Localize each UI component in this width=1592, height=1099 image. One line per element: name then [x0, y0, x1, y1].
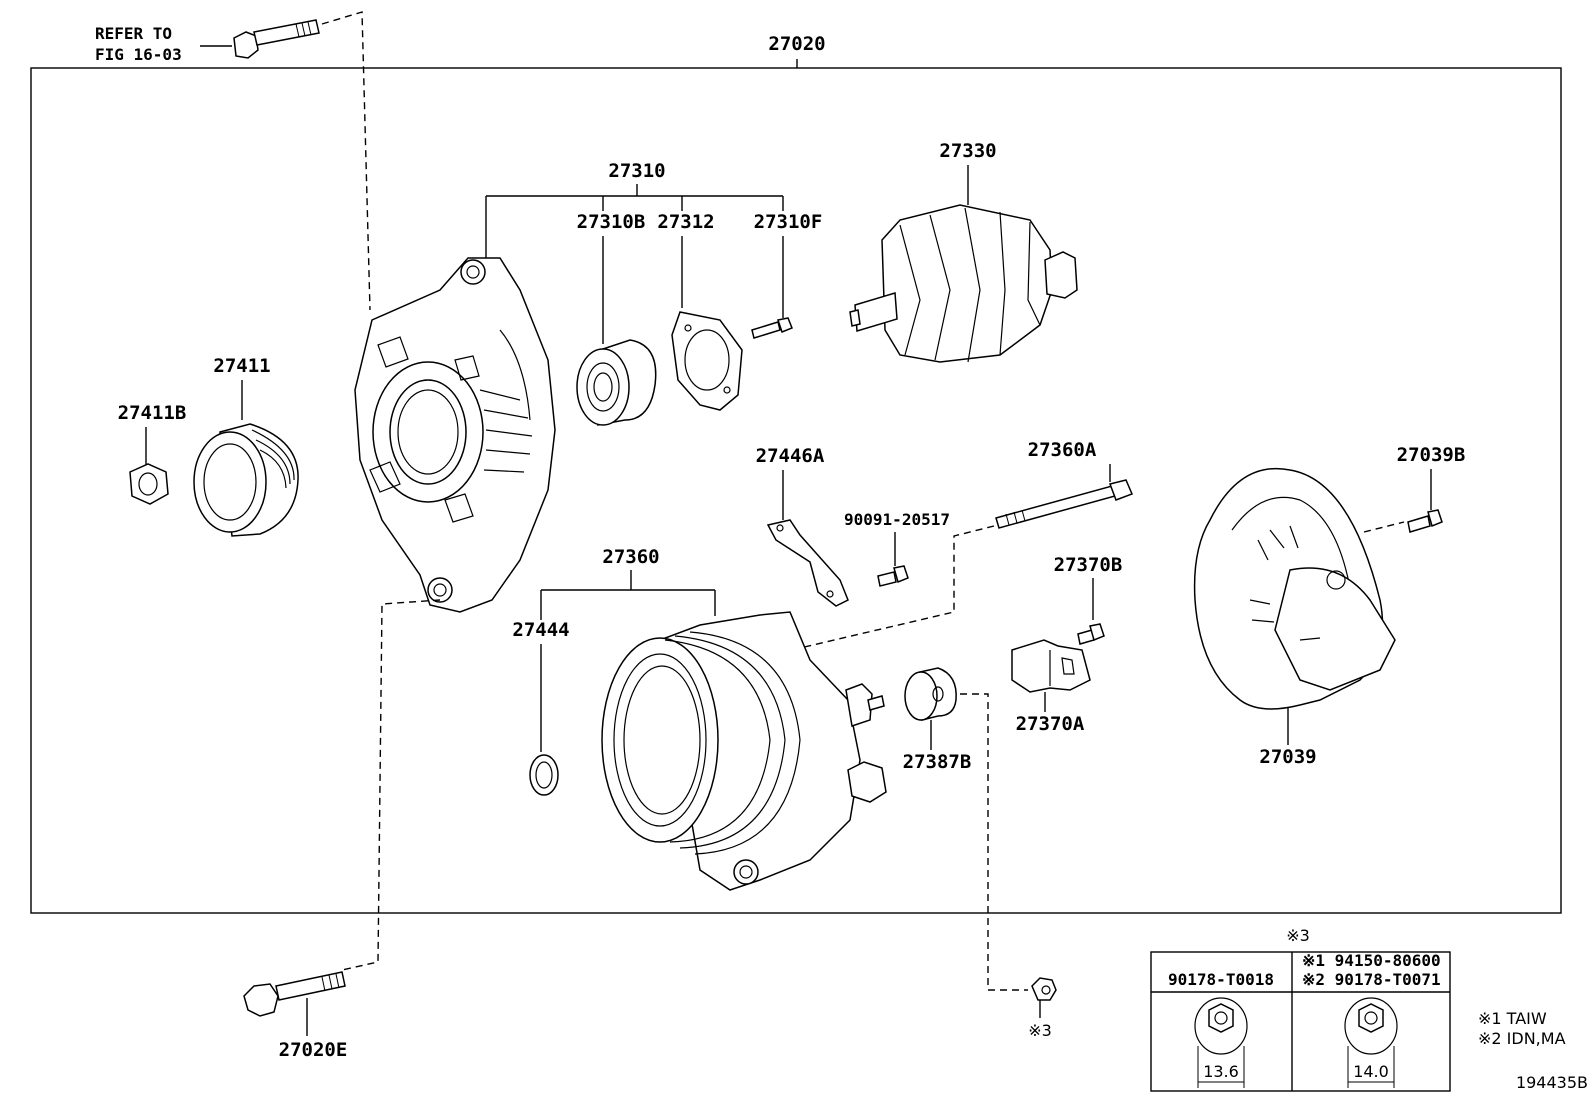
- pulley-27411: 27411: [193, 355, 299, 537]
- part-label-90091-20517: 90091-20517: [844, 510, 950, 529]
- bearing-27310B: [576, 339, 657, 426]
- part-label-27039: 27039: [1259, 746, 1316, 768]
- table-header-mark: ※3: [1286, 926, 1310, 945]
- rear-end-cover-27039: 27039B 27039: [1193, 444, 1466, 768]
- part-label-27039B: 27039B: [1397, 444, 1466, 466]
- part-label-27360A: 27360A: [1028, 439, 1097, 461]
- part-label-27310: 27310: [608, 160, 665, 182]
- rectifier-end-frame-27360: [601, 611, 887, 891]
- part-label-27360: 27360: [602, 546, 659, 568]
- table-col2-row1: ※1 94150-80600: [1302, 951, 1441, 970]
- part-label-27411: 27411: [213, 355, 270, 377]
- part-label-27444: 27444: [512, 619, 569, 641]
- bolt-90091-20517: 90091-20517: [844, 510, 950, 587]
- refer-line-1: REFER TO: [95, 24, 172, 43]
- through-bolt-27360A: 27360A: [799, 439, 1133, 649]
- part-label-27387B: 27387B: [903, 751, 972, 773]
- refer-to-note: REFER TO FIG 16-03: [95, 24, 232, 64]
- part-label-27330: 27330: [939, 140, 996, 162]
- hex-nut-icon: [1344, 997, 1398, 1088]
- part-label-27020E: 27020E: [279, 1039, 348, 1061]
- table-col2-row2: ※2 90178-T0071: [1302, 970, 1441, 989]
- figure-id: 194435B: [1516, 1073, 1588, 1092]
- assembly-frame: 27020: [30, 33, 1562, 914]
- callout-27360-group: 27360 27444: [512, 546, 716, 752]
- part-label-27411B: 27411B: [118, 402, 187, 424]
- bottom-bolt-27020E: 27020E: [243, 599, 441, 1061]
- screw-27310F: [751, 317, 793, 339]
- insulator-27387B: 27387B: [903, 667, 1028, 991]
- part-label-27310B: 27310B: [577, 211, 646, 233]
- top-bolt-icon: [233, 19, 320, 59]
- part-label-nut-3: ※3: [1028, 1021, 1052, 1040]
- nut-27411B: 27411B: [118, 402, 187, 505]
- hex-nut-icon: [1194, 997, 1248, 1088]
- bracket-27446A: 27446A: [756, 445, 849, 607]
- part-label-27446A: 27446A: [756, 445, 825, 467]
- rotor-27330: 27330: [849, 140, 1078, 363]
- part-label-27370B: 27370B: [1054, 554, 1123, 576]
- refer-line-2: FIG 16-03: [95, 45, 182, 64]
- table-col2-size: 14.0: [1353, 1062, 1389, 1081]
- table-col1-size: 13.6: [1203, 1062, 1239, 1081]
- retainer-plate-27312: [671, 311, 743, 411]
- part-label-27370A: 27370A: [1016, 713, 1085, 735]
- part-label-27312: 27312: [657, 211, 714, 233]
- callout-27310-group: 27310 27310B 27312 27310F: [485, 160, 823, 344]
- note-1: ※1 TAIW: [1478, 1009, 1547, 1028]
- assembly-number: 27020: [768, 33, 825, 55]
- note-2: ※2 IDN,MA: [1478, 1029, 1566, 1048]
- o-ring-27444: [529, 754, 559, 796]
- drive-end-frame: [354, 257, 556, 613]
- brush-holder-27370A: 27370B 27370A: [1011, 554, 1123, 735]
- part-label-27310F: 27310F: [754, 211, 823, 233]
- nut-spec-table: ※3 90178-T0018 ※1 94150-80600 ※2 90178-T…: [1150, 926, 1451, 1092]
- table-col1-part: 90178-T0018: [1168, 970, 1274, 989]
- nut-ref-3: ※3: [1028, 977, 1057, 1040]
